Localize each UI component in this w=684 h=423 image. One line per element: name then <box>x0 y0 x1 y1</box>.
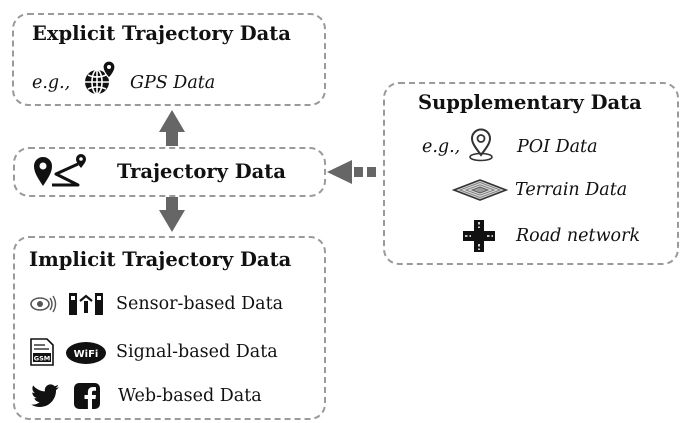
gsm-icon: GSM <box>30 338 54 366</box>
facebook-icon <box>74 383 100 409</box>
twitter-icon <box>31 384 59 407</box>
svg-text:GSM: GSM <box>34 355 51 363</box>
explicit-trajectory-box <box>12 13 326 106</box>
poi-data-label: POI Data <box>517 137 598 157</box>
arrow-up <box>159 110 185 146</box>
road-cross-icon <box>463 220 495 252</box>
implicit-title: Implicit Trajectory Data <box>29 248 292 271</box>
supplementary-box <box>383 82 679 265</box>
gps-globe-icon <box>85 60 116 95</box>
supplementary-example-prefix: e.g., <box>422 137 461 157</box>
explicit-example-prefix: e.g., <box>32 73 71 93</box>
traffic-gate-icon <box>69 293 103 315</box>
sound-sensor-icon <box>30 295 57 313</box>
terrain-data-label: Terrain Data <box>515 180 628 200</box>
trajectory-route-icon <box>34 154 86 187</box>
explicit-title: Explicit Trajectory Data <box>32 22 291 45</box>
map-pin-icon <box>469 128 493 162</box>
trajectory-box <box>13 147 326 197</box>
arrow-down <box>159 197 185 232</box>
sensor-based-label: Sensor-based Data <box>116 294 284 314</box>
gps-data-label: GPS Data <box>130 73 216 93</box>
svg-text:WiFi: WiFi <box>74 349 99 360</box>
road-network-label: Road network <box>516 226 641 246</box>
web-based-label: Web-based Data <box>118 386 262 406</box>
trajectory-title: Trajectory Data <box>117 160 286 183</box>
signal-based-label: Signal-based Data <box>116 342 278 362</box>
wifi-icon: WiFi <box>66 342 106 364</box>
terrain-icon <box>452 179 508 201</box>
dashed-arrow-left <box>327 160 376 184</box>
supplementary-title: Supplementary Data <box>418 91 642 114</box>
implicit-trajectory-box <box>13 236 326 420</box>
